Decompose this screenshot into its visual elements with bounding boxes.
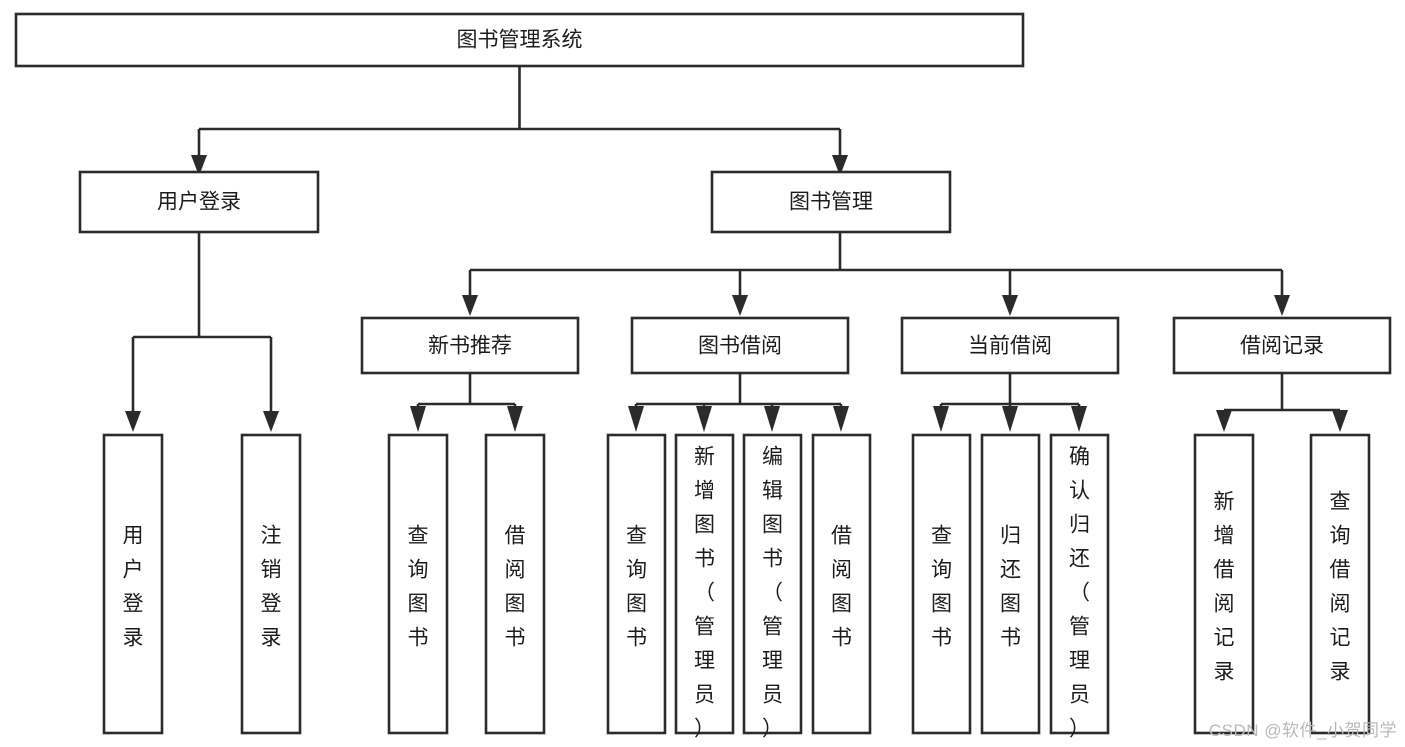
node-leaf-user-login[interactable]: 用户登录 bbox=[102, 433, 164, 735]
node-leaf-query-book-3-label: 查询图书 bbox=[931, 525, 952, 650]
connector-layer bbox=[125, 66, 1348, 432]
node-current-borrow-box[interactable] bbox=[900, 316, 1120, 375]
node-leaf-logout-login[interactable]: 注销登录 bbox=[240, 433, 302, 735]
arrow-bb-leaf-3 bbox=[764, 406, 780, 432]
arrow-bm-to-current-borrow bbox=[1002, 295, 1018, 316]
node-user-login[interactable]: 用户登录 bbox=[78, 170, 320, 234]
arrow-root-to-user-login bbox=[191, 155, 207, 176]
arrow-user-login-leaf-2 bbox=[263, 411, 279, 432]
node-leaf-edit-book-label: 编辑图书（管理员） bbox=[762, 446, 783, 741]
node-leaf-return-book-label: 归还图书 bbox=[1000, 525, 1021, 650]
node-borrow-record[interactable]: 借阅记录 bbox=[1172, 316, 1392, 375]
node-leaf-query-book-1-box[interactable] bbox=[387, 433, 449, 735]
node-user-login-label: 用户登录 bbox=[157, 191, 241, 214]
node-new-book-recommend-label: 新书推荐 bbox=[428, 335, 512, 358]
arrow-br-leaf-2 bbox=[1332, 410, 1348, 432]
node-leaf-query-book-3-box[interactable] bbox=[911, 433, 972, 735]
node-leaf-borrow-book-2[interactable]: 借阅图书 bbox=[811, 433, 872, 735]
arrow-cb-leaf-1 bbox=[933, 406, 949, 432]
node-root-box[interactable] bbox=[14, 12, 1025, 68]
node-current-borrow[interactable]: 当前借阅 bbox=[900, 316, 1120, 375]
node-leaf-confirm-return[interactable]: 确认归还（管理员） bbox=[1049, 433, 1110, 741]
node-book-borrow-box[interactable] bbox=[630, 316, 850, 375]
arrow-cb-leaf-3 bbox=[1071, 406, 1087, 432]
node-borrow-record-box[interactable] bbox=[1172, 316, 1392, 375]
node-leaf-logout-login-box[interactable] bbox=[240, 433, 302, 735]
arrow-bb-leaf-1 bbox=[628, 406, 644, 432]
node-new-book-recommend-box[interactable] bbox=[360, 316, 580, 375]
node-leaf-query-book-2-box[interactable] bbox=[606, 433, 667, 735]
node-leaf-query-book-2-label: 查询图书 bbox=[626, 525, 647, 650]
node-leaf-logout-login-label: 注销登录 bbox=[261, 525, 282, 650]
node-leaf-return-book-box[interactable] bbox=[980, 433, 1041, 735]
node-leaf-query-book-3[interactable]: 查询图书 bbox=[911, 433, 972, 735]
node-leaf-edit-book-box[interactable] bbox=[742, 433, 803, 735]
node-leaf-borrow-book-1-label: 借阅图书 bbox=[505, 525, 526, 650]
node-leaf-query-book-1-label: 查询图书 bbox=[408, 525, 429, 650]
node-leaf-borrow-book-1[interactable]: 借阅图书 bbox=[484, 433, 546, 735]
arrow-bb-leaf-4 bbox=[833, 406, 849, 432]
node-current-borrow-label: 当前借阅 bbox=[968, 335, 1052, 358]
node-root-label: 图书管理系统 bbox=[457, 29, 583, 52]
node-leaf-query-book-1[interactable]: 查询图书 bbox=[387, 433, 449, 735]
arrow-br-leaf-1 bbox=[1216, 410, 1232, 432]
arrow-bb-leaf-2 bbox=[696, 406, 712, 432]
node-leaf-add-borrow-record-label: 新增借阅记录 bbox=[1214, 491, 1235, 684]
node-book-management-label: 图书管理 bbox=[789, 191, 873, 214]
node-borrow-record-label: 借阅记录 bbox=[1240, 335, 1324, 358]
node-leaf-add-book[interactable]: 新增图书（管理员） bbox=[674, 433, 735, 741]
node-book-borrow-label: 图书借阅 bbox=[698, 335, 782, 358]
arrow-cb-leaf-2 bbox=[1002, 406, 1018, 432]
node-leaf-borrow-book-2-label: 借阅图书 bbox=[831, 525, 852, 650]
node-leaf-borrow-book-2-box[interactable] bbox=[811, 433, 872, 735]
arrow-bm-to-new-book-recommend bbox=[462, 295, 478, 316]
arrow-bm-to-borrow-record bbox=[1274, 295, 1290, 316]
node-user-login-box[interactable] bbox=[78, 170, 320, 234]
node-book-management[interactable]: 图书管理 bbox=[710, 170, 952, 234]
node-root[interactable]: 图书管理系统 bbox=[14, 12, 1025, 68]
node-leaf-confirm-return-box[interactable] bbox=[1049, 433, 1110, 735]
node-leaf-user-login-label: 用户登录 bbox=[123, 525, 144, 650]
node-new-book-recommend[interactable]: 新书推荐 bbox=[360, 316, 580, 375]
node-leaf-return-book[interactable]: 归还图书 bbox=[980, 433, 1041, 735]
node-leaf-add-book-box[interactable] bbox=[674, 433, 735, 735]
arrow-bm-to-book-borrow bbox=[732, 295, 748, 316]
node-leaf-borrow-book-1-box[interactable] bbox=[484, 433, 546, 735]
node-leaf-add-book-label: 新增图书（管理员） bbox=[694, 446, 715, 741]
node-leaf-add-borrow-record-box[interactable] bbox=[1193, 433, 1255, 735]
arrow-nbr-leaf-2 bbox=[507, 406, 523, 432]
node-leaf-query-borrow-record[interactable]: 查询借阅记录 bbox=[1309, 433, 1371, 735]
node-leaf-user-login-box[interactable] bbox=[102, 433, 164, 735]
arrow-user-login-leaf-1 bbox=[125, 411, 141, 432]
node-leaf-confirm-return-label: 确认归还（管理员） bbox=[1069, 446, 1090, 741]
node-leaf-query-borrow-record-label: 查询借阅记录 bbox=[1330, 491, 1351, 684]
arrow-root-to-book-management bbox=[832, 155, 848, 176]
node-leaf-add-borrow-record[interactable]: 新增借阅记录 bbox=[1193, 433, 1255, 735]
node-book-borrow[interactable]: 图书借阅 bbox=[630, 316, 850, 375]
node-leaf-query-book-2[interactable]: 查询图书 bbox=[606, 433, 667, 735]
node-book-management-box[interactable] bbox=[710, 170, 952, 234]
arrow-nbr-leaf-1 bbox=[410, 406, 426, 432]
node-leaf-query-borrow-record-box[interactable] bbox=[1309, 433, 1371, 735]
node-leaf-edit-book[interactable]: 编辑图书（管理员） bbox=[742, 433, 803, 741]
